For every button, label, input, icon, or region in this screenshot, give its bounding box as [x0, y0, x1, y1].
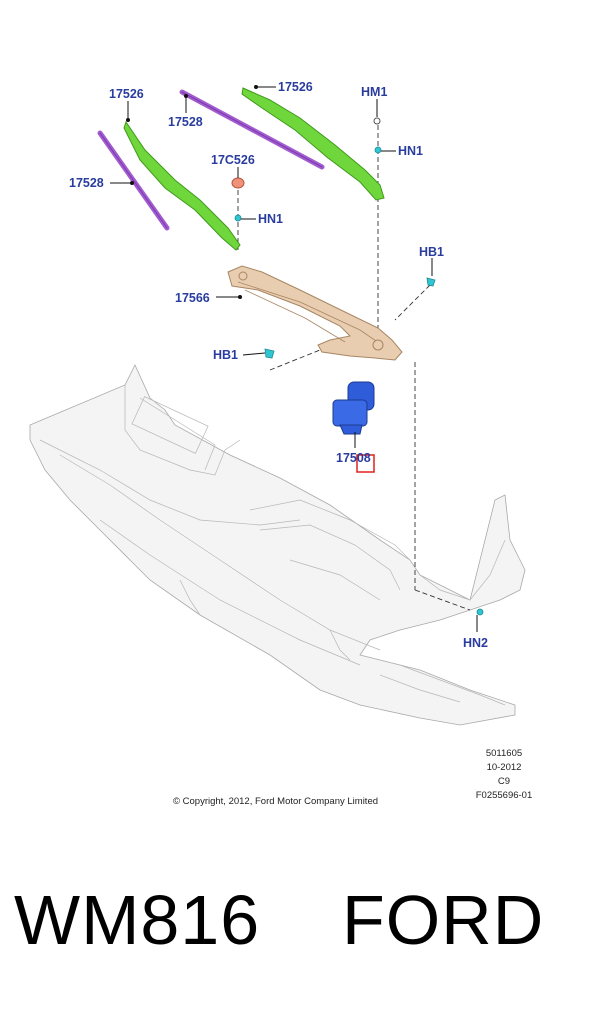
callout-hb1-right: HB1: [419, 245, 444, 259]
wiper-linkage: [227, 265, 403, 361]
wiper-blade-top: [179, 89, 325, 170]
wiper-blade-left: [97, 130, 170, 231]
callout-hn1-left: HN1: [258, 212, 283, 226]
motor-highlight-box: [356, 454, 375, 473]
callout-17528-left: 17528: [69, 176, 104, 190]
callout-17566: 17566: [175, 291, 210, 305]
callout-17526-right: 17526: [278, 80, 313, 94]
callout-hm1: HM1: [361, 85, 387, 99]
drawing-date: 10-2012: [487, 762, 522, 773]
callout-17528-top: 17528: [168, 115, 203, 129]
callout-17c526: 17C526: [211, 153, 255, 167]
callout-hb1-left: HB1: [213, 348, 238, 362]
wiper-motor: [332, 381, 375, 435]
wiper-arm-left: [123, 120, 241, 251]
product-code-title: WM816 FORD: [14, 881, 545, 959]
cowl-body-panel: [29, 364, 526, 726]
callout-hn2: HN2: [463, 636, 488, 650]
drawing-code: C9: [498, 776, 510, 787]
callout-17526-left: 17526: [109, 87, 144, 101]
cap-part: [231, 177, 245, 189]
wiper-system-exploded-diagram: 17526 17526 17528 17528 17C526 HM1 HN1 H…: [29, 80, 533, 807]
callout-17508: 17508: [336, 451, 371, 465]
wiper-arm-right: [241, 87, 385, 201]
fastener-hb1-left: [264, 348, 275, 359]
drawing-reference-block: 5011605 10-2012 C9 F0255696-01: [476, 748, 533, 801]
copyright-notice: © Copyright, 2012, Ford Motor Company Li…: [173, 796, 378, 807]
drawing-reference: F0255696-01: [476, 790, 533, 801]
callout-leaders: [110, 85, 478, 632]
installation-guide-lines: [237, 125, 471, 611]
callout-hn1-right: HN1: [398, 144, 423, 158]
fastener-hn1-right: [374, 146, 382, 154]
fastener-hn2: [476, 608, 484, 616]
fastener-hb1-right: [426, 277, 436, 287]
drawing-number: 5011605: [486, 748, 522, 759]
fastener-hn1-left: [234, 214, 242, 222]
fastener-hm1: [373, 117, 381, 125]
